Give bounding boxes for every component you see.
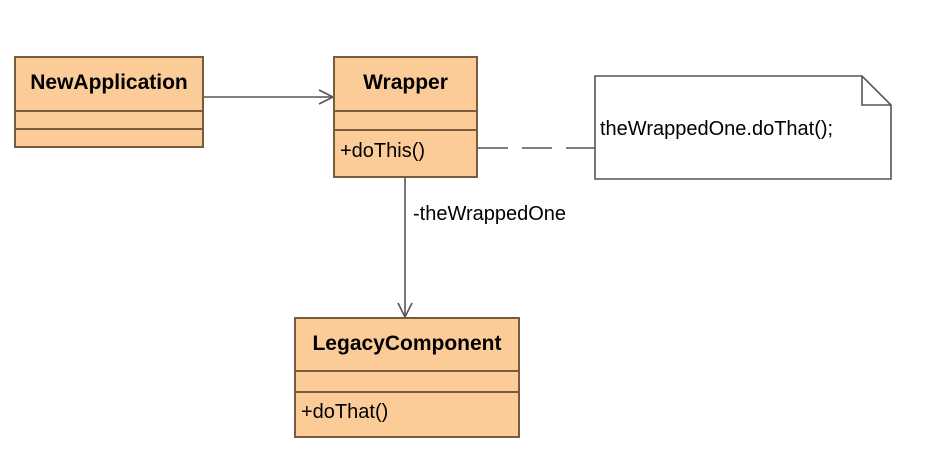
class-legacycomponent[interactable]: LegacyComponent +doThat() [294, 317, 520, 438]
class-name: NewApplication [16, 58, 202, 112]
attributes-compartment [335, 112, 476, 131]
class-wrapper[interactable]: Wrapper +doThis() [333, 56, 478, 178]
class-name: LegacyComponent [296, 319, 518, 372]
operations-compartment [16, 130, 202, 146]
attributes-compartment [16, 112, 202, 130]
note-shape [594, 75, 892, 180]
note-fold-corner [861, 76, 891, 106]
association-role-label: -theWrappedOne [413, 203, 567, 225]
operation-dothis: +doThis() [340, 140, 426, 162]
note-text: theWrappedOne.doThat(); [600, 118, 834, 140]
class-name: Wrapper [335, 58, 476, 112]
attributes-compartment [296, 372, 518, 393]
operation-dothat: +doThat() [301, 401, 389, 423]
class-newapplication[interactable]: NewApplication [14, 56, 204, 148]
